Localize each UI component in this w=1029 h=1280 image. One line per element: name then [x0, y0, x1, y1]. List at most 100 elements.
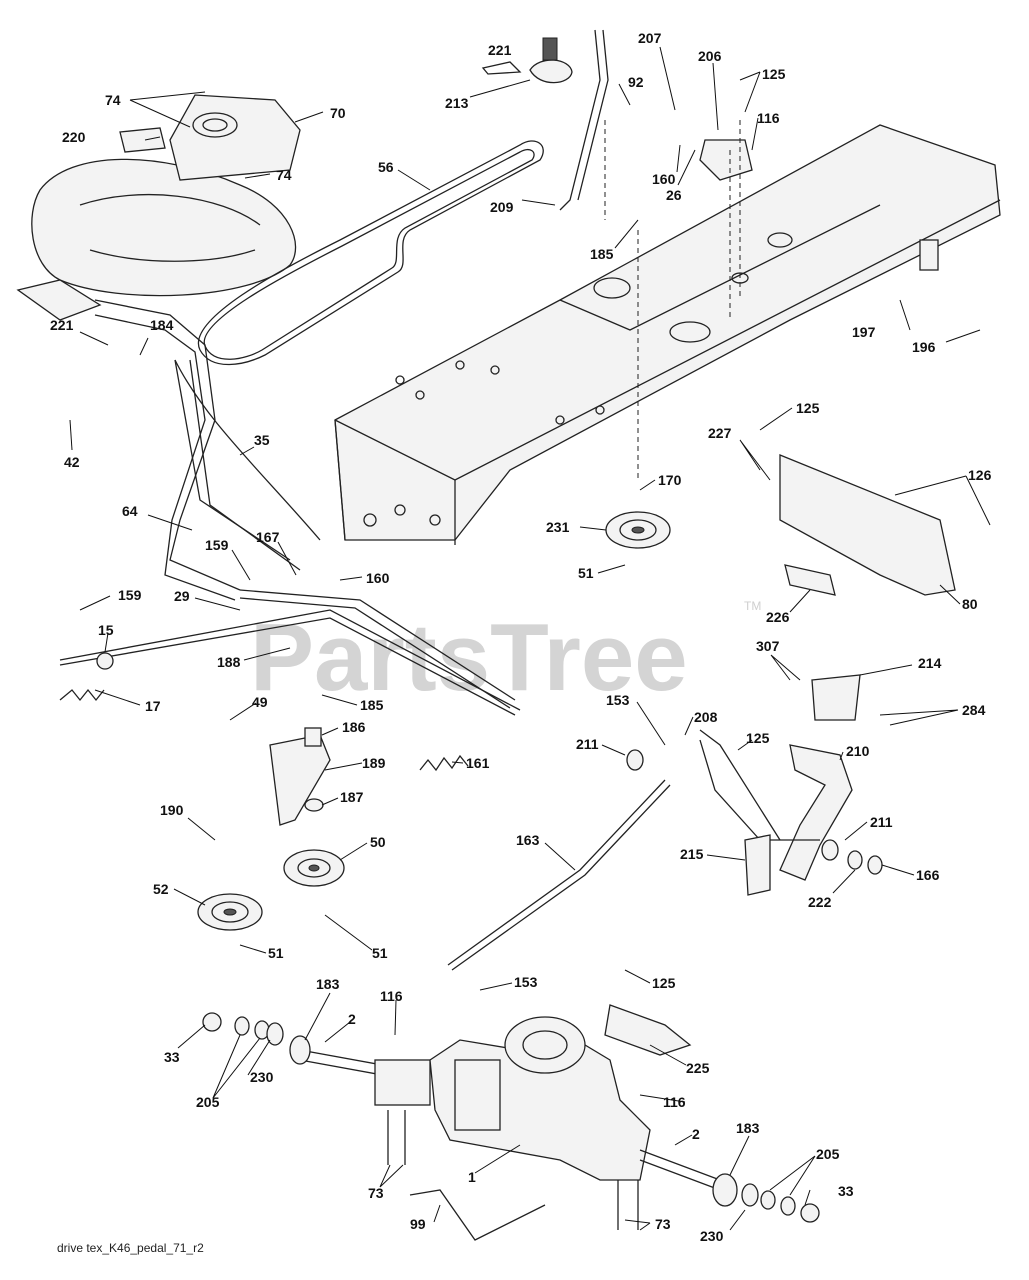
callout-183: 183 [316, 976, 340, 992]
callout-labels: 221 207 74 70 213 92 206 125 116 220 74 … [50, 30, 992, 1244]
callout-184: 184 [150, 317, 174, 333]
bracket-80 [779, 454, 956, 596]
shaft-29 [59, 609, 521, 711]
callout-161: 161 [466, 755, 490, 771]
callout-125: 125 [762, 66, 786, 82]
bearing-183b [712, 1173, 738, 1207]
callout-51: 51 [268, 945, 284, 961]
callout-26: 26 [666, 187, 682, 203]
rod-163 [447, 779, 666, 966]
callout-284: 284 [962, 702, 986, 718]
plate-226 [784, 564, 836, 596]
callout-230: 230 [700, 1228, 724, 1244]
callout-231: 231 [546, 519, 570, 535]
callout-170: 170 [658, 472, 682, 488]
callout-220: 220 [62, 129, 86, 145]
bushing-187 [304, 798, 324, 812]
callout-207: 207 [638, 30, 662, 46]
callout-29: 29 [174, 588, 190, 604]
callout-49: 49 [252, 694, 268, 710]
callout-51: 51 [372, 945, 388, 961]
callout-153: 153 [606, 692, 630, 708]
ring-166 [867, 855, 883, 875]
callout-159: 159 [205, 537, 229, 553]
callout-64: 64 [122, 503, 138, 519]
bearing-33a [202, 1012, 222, 1032]
shift-knob [481, 29, 609, 211]
callout-74: 74 [105, 92, 121, 108]
washer-230a [266, 1022, 284, 1046]
spring-17 [59, 688, 105, 702]
callout-206: 206 [698, 48, 722, 64]
callout-189: 189 [362, 755, 386, 771]
callout-230: 230 [250, 1069, 274, 1085]
callout-221: 221 [488, 42, 512, 58]
drive-belt [197, 140, 544, 366]
callout-208: 208 [694, 709, 718, 725]
callout-214: 214 [918, 655, 942, 671]
hood-dash-assembly [31, 94, 301, 297]
callout-73: 73 [368, 1185, 384, 1201]
callout-56: 56 [378, 159, 394, 175]
bolts-73a [387, 1110, 406, 1165]
callout-226: 226 [766, 609, 790, 625]
callout-116: 116 [663, 1094, 686, 1110]
washer-205c [760, 1190, 776, 1210]
rod-99 [409, 1189, 546, 1241]
callout-15: 15 [98, 622, 114, 638]
bolts-73b [617, 1180, 639, 1230]
callout-215: 215 [680, 846, 704, 862]
idler-pulley-231 [605, 511, 671, 549]
callout-125: 125 [796, 400, 820, 416]
callout-213: 213 [445, 95, 469, 111]
callout-153: 153 [514, 974, 538, 990]
callout-35: 35 [254, 432, 270, 448]
idler-pulley-50 [283, 849, 345, 887]
idler-bracket-189 [269, 734, 331, 826]
callout-197: 197 [852, 324, 876, 340]
callout-210: 210 [846, 743, 870, 759]
callout-125: 125 [746, 730, 770, 746]
callout-1: 1 [468, 1169, 476, 1185]
callout-211: 211 [870, 814, 893, 830]
bearing-183a [289, 1035, 311, 1065]
idler-pulley-52 [197, 893, 263, 931]
callout-196: 196 [912, 339, 936, 355]
callout-70: 70 [330, 105, 346, 121]
callout-51: 51 [578, 565, 594, 581]
callout-116: 116 [380, 988, 403, 1004]
callout-17: 17 [145, 698, 161, 714]
callout-183: 183 [736, 1120, 760, 1136]
callout-188: 188 [217, 654, 241, 670]
bearing-33b [800, 1203, 820, 1223]
callout-227: 227 [708, 425, 732, 441]
callout-92: 92 [628, 74, 644, 90]
callout-2: 2 [692, 1126, 700, 1142]
washer-222 [847, 850, 863, 870]
callout-167: 167 [256, 529, 280, 545]
brake-pedal-assembly [699, 674, 861, 896]
callout-186: 186 [342, 719, 366, 735]
leader-lines [69, 46, 991, 1231]
callout-160: 160 [366, 570, 390, 586]
trademark: TM [744, 599, 761, 613]
callout-185: 185 [360, 697, 384, 713]
shield-225 [604, 1004, 692, 1056]
transaxle-assembly [299, 1016, 721, 1191]
callout-307: 307 [756, 638, 780, 654]
callout-52: 52 [153, 881, 169, 897]
callout-80: 80 [962, 596, 978, 612]
callout-166: 166 [916, 867, 940, 883]
callout-190: 190 [160, 802, 184, 818]
callout-163: 163 [516, 832, 540, 848]
callout-225: 225 [686, 1060, 710, 1076]
rod-35 [174, 359, 321, 541]
callout-125: 125 [652, 975, 676, 991]
callout-73: 73 [655, 1216, 671, 1232]
callout-50: 50 [370, 834, 386, 850]
callout-222: 222 [808, 894, 832, 910]
callout-185: 185 [590, 246, 614, 262]
callout-99: 99 [410, 1216, 426, 1232]
spring-161 [419, 754, 469, 772]
callout-74: 74 [276, 167, 292, 183]
